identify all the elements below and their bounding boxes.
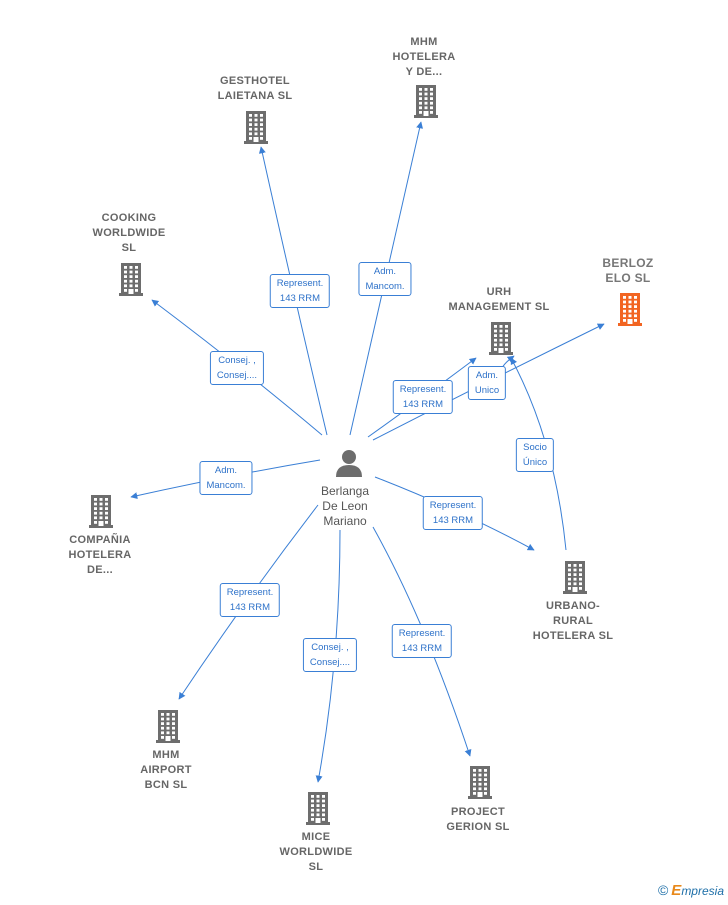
building-icon[interactable]	[615, 291, 645, 332]
relation-label-urbano-urh: Socio Único	[515, 438, 555, 472]
copyright-icon: ©	[657, 882, 669, 898]
person-name[interactable]: Berlanga De Leon Mariano	[320, 484, 370, 528]
company-name-urbano[interactable]: URBANO- RURAL HOTELERA SL	[532, 600, 614, 642]
building-icon[interactable]	[486, 320, 516, 361]
company-name-cooking[interactable]: COOKING WORLDWIDE SL	[92, 212, 166, 254]
company-name-compania[interactable]: COMPAÑIA HOTELERA DE...	[68, 534, 132, 576]
relation-label-project: Represent. 143 RRM	[391, 624, 453, 658]
relation-label-cooking: Consej. , Consej....	[209, 351, 265, 385]
relation-label-mhm-hotelera: Adm. Mancom.	[358, 262, 412, 296]
relation-label-compania: Adm. Mancom.	[199, 461, 253, 495]
building-icon[interactable]	[465, 764, 495, 805]
company-name-berlozelo[interactable]: BERLOZ ELO SL	[602, 256, 654, 285]
empresia-brand: ©Empresia	[657, 882, 724, 899]
relation-label-mice: Consej. , Consej....	[302, 638, 358, 672]
building-icon[interactable]	[153, 708, 183, 749]
building-icon[interactable]	[86, 493, 116, 534]
building-icon[interactable]	[560, 559, 590, 600]
building-icon[interactable]	[303, 790, 333, 831]
relation-label-urh: Represent. 143 RRM	[392, 380, 454, 414]
company-name-project[interactable]: PROJECT GERION SL	[446, 806, 510, 833]
relation-label-urh-urbano: Adm. Unico	[467, 366, 507, 400]
company-name-mhm-hotelera[interactable]: MHM HOTELERA Y DE...	[392, 36, 456, 78]
company-name-gesthotel[interactable]: GESTHOTEL LAIETANA SL	[217, 75, 293, 102]
company-name-mice[interactable]: MICE WORLDWIDE SL	[279, 831, 353, 873]
company-name-mhm-airport[interactable]: MHM AIRPORT BCN SL	[140, 749, 192, 791]
relation-label-urbano: Represent. 143 RRM	[422, 496, 484, 530]
building-icon[interactable]	[411, 83, 441, 124]
company-name-urh[interactable]: URH MANAGEMENT SL	[448, 286, 550, 313]
building-icon[interactable]	[116, 261, 146, 302]
relation-label-gesthotel: Represent. 143 RRM	[269, 274, 331, 308]
relation-label-mhm-airport: Represent. 143 RRM	[219, 583, 281, 617]
building-icon[interactable]	[241, 109, 271, 150]
person-icon[interactable]	[335, 448, 363, 483]
